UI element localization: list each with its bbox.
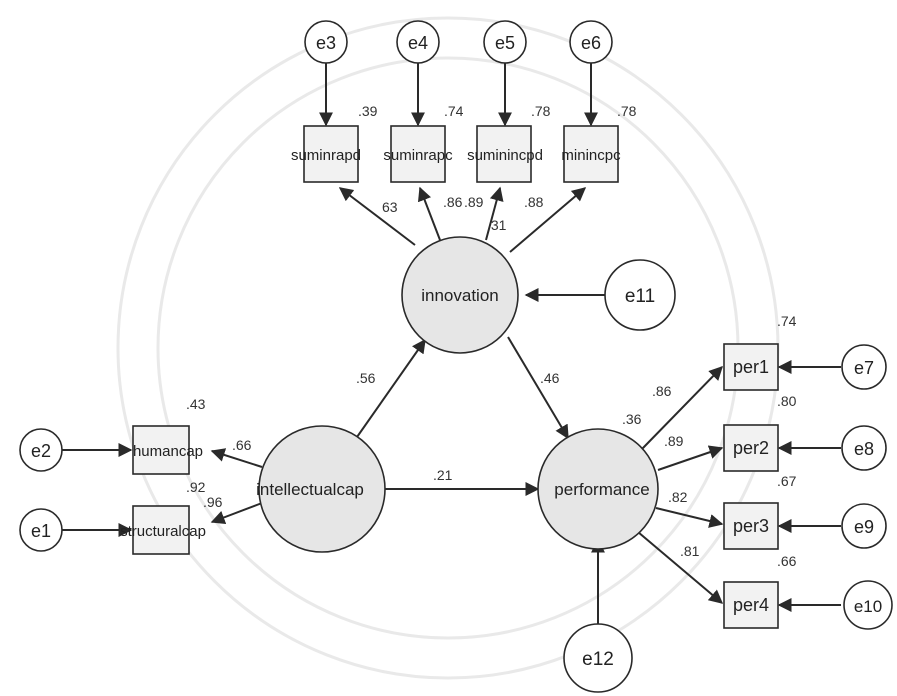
edge-ic-humancap xyxy=(210,448,263,468)
error-e7-label: e7 xyxy=(854,358,874,378)
r2-performance: .36 xyxy=(622,411,642,427)
error-e4: e4 xyxy=(396,20,440,64)
latent-intellectualcap-label: intellectualcap xyxy=(256,480,364,499)
error-e1: e1 xyxy=(19,508,63,552)
edges xyxy=(62,63,841,626)
edge-performance-per1 xyxy=(641,365,723,450)
r2-per2: .80 xyxy=(777,393,797,409)
error-e1-label: e1 xyxy=(31,521,51,541)
error-e7: e7 xyxy=(841,344,887,390)
edge-ic-innovation xyxy=(349,338,426,448)
edge-ic-structuralcap xyxy=(210,502,263,525)
indicator-structuralcap: structuralcap xyxy=(120,505,206,555)
r2-sr2: .74 xyxy=(444,103,464,119)
error-e6-label: e6 xyxy=(581,33,601,53)
edge-performance-per3 xyxy=(655,507,724,528)
path-ic-performance: .21 xyxy=(433,467,453,483)
error-e11: e11 xyxy=(604,259,676,331)
path-innovation-performance: .46 xyxy=(540,370,560,386)
r2-innovation: .31 xyxy=(487,217,507,233)
error-e4-label: e4 xyxy=(408,33,428,53)
edge-innovation-performance xyxy=(507,336,569,440)
loading-ic-structuralcap: .96 xyxy=(203,494,223,510)
r2-per1: .74 xyxy=(777,313,797,329)
edge-innovation-sr2 xyxy=(417,186,441,241)
indicator-per3: per3 xyxy=(723,502,779,550)
error-e3: e3 xyxy=(304,20,348,64)
r2-mi: .78 xyxy=(617,103,637,119)
r2-sr1: .39 xyxy=(358,103,378,119)
indicator-per3-label: per3 xyxy=(733,516,769,536)
loading-perf-per1: .86 xyxy=(652,383,672,399)
path-ic-innovation: .56 xyxy=(356,370,376,386)
edge-performance-per2 xyxy=(657,445,724,471)
indicator-sr1-label: suminrapd xyxy=(291,147,361,164)
loading-perf-per2: .89 xyxy=(664,433,684,449)
latent-performance-label: performance xyxy=(554,480,649,499)
indicator-per1-label: per1 xyxy=(733,357,769,377)
indicator-mi: minincpc xyxy=(561,125,621,183)
error-e2: e2 xyxy=(19,428,63,472)
error-e5-label: e5 xyxy=(495,33,515,53)
error-e9: e9 xyxy=(841,503,887,549)
r2-humancap: .43 xyxy=(186,396,206,412)
r2-si1: .78 xyxy=(531,103,551,119)
error-e3-label: e3 xyxy=(316,33,336,53)
loading-innovation-sr2: .86 xyxy=(443,194,463,210)
indicator-humancap: humancap xyxy=(132,425,203,475)
error-e2-label: e2 xyxy=(31,441,51,461)
edge-innovation-si1 xyxy=(485,186,504,241)
error-e9-label: e9 xyxy=(854,517,874,537)
error-e10-label: e10 xyxy=(854,597,882,616)
indicator-per4-label: per4 xyxy=(733,595,769,615)
indicator-per4: per4 xyxy=(723,581,779,629)
error-e8-label: e8 xyxy=(854,439,874,459)
indicator-per1: per1 xyxy=(723,343,779,391)
loading-innovation-si1: .89 xyxy=(464,194,484,210)
indicator-per2-label: per2 xyxy=(733,438,769,458)
latent-performance: performance xyxy=(537,428,659,550)
error-e12-label: e12 xyxy=(582,649,614,670)
error-e12: e12 xyxy=(563,623,633,693)
error-e10: e10 xyxy=(843,580,893,630)
indicator-sr1: suminrapd xyxy=(291,125,361,183)
edge-innovation-sr1 xyxy=(338,187,416,246)
latent-innovation: innovation xyxy=(401,236,519,354)
error-e5: e5 xyxy=(483,20,527,64)
loading-perf-per4: .81 xyxy=(680,543,700,559)
loading-values: 63 .86 .89 .88 .66 .96 .86 .89 .82 .81 xyxy=(203,194,700,559)
error-e6: e6 xyxy=(569,20,613,64)
loading-innovation-sr1: 63 xyxy=(382,199,398,215)
edge-performance-per4 xyxy=(637,531,724,604)
indicator-per2: per2 xyxy=(723,424,779,472)
r2-structuralcap: .92 xyxy=(186,479,206,495)
latent-innovation-label: innovation xyxy=(421,286,499,305)
indicator-humancap-label: humancap xyxy=(133,443,203,460)
indicator-mi-label: minincpc xyxy=(561,147,621,164)
error-e8: e8 xyxy=(841,425,887,471)
indicator-sr2-label: suminrapc xyxy=(383,147,453,164)
r-squared-values: .39 .74 .78 .78 .43 .92 .74 .80 .67 .66 … xyxy=(186,103,797,569)
error-e11-label: e11 xyxy=(625,286,655,307)
loading-innovation-mi: .88 xyxy=(524,194,544,210)
latent-intellectualcap: intellectualcap xyxy=(256,425,386,553)
path-coefficients: .56 .46 .21 xyxy=(356,370,560,483)
indicator-si1: suminincpd xyxy=(467,125,543,183)
loading-ic-humancap: .66 xyxy=(232,437,252,453)
indicator-si1-label: suminincpd xyxy=(467,147,543,164)
loading-perf-per3: .82 xyxy=(668,489,688,505)
edge-innovation-mi xyxy=(509,187,587,253)
r2-per3: .67 xyxy=(777,473,797,489)
r2-per4: .66 xyxy=(777,553,797,569)
indicator-structuralcap-label: structuralcap xyxy=(120,523,206,540)
indicator-sr2: suminrapc xyxy=(383,125,453,183)
